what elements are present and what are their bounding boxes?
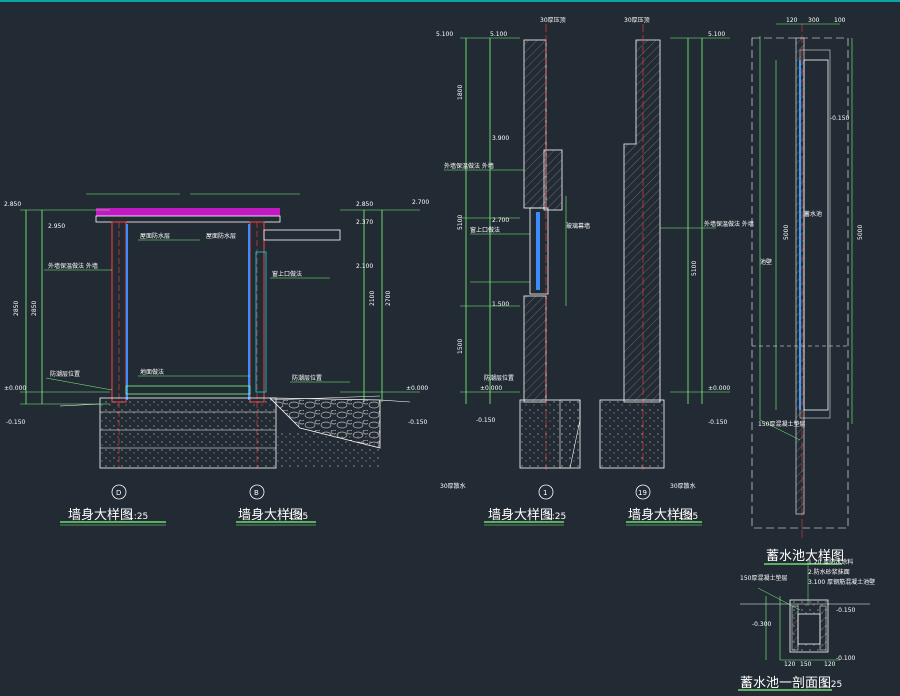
elev-mid-top-b: 5.100 <box>490 31 507 38</box>
axis-bubble-d <box>111 484 127 500</box>
note-sec-2: 2.防水砂浆抹面 <box>808 568 850 576</box>
note-pool-water: 蓄水池 <box>804 210 822 218</box>
elev-sec-neg150: -0.150 <box>836 607 856 614</box>
dim-2850-a: 2850 <box>13 301 20 316</box>
elev-right-zero: ±0.000 <box>406 385 428 392</box>
elev-mid-3900: 3.900 <box>492 135 509 142</box>
dim-2100: 2100 <box>369 291 376 306</box>
note-floor: 地面做法 <box>140 368 164 376</box>
dim-sec-120b: 120 <box>824 661 836 668</box>
elev-right-2100: 2.100 <box>356 263 373 270</box>
elev-right-2850: 2.850 <box>356 201 373 208</box>
note-pool-edge: 池壁 <box>760 258 772 266</box>
dim-5100-r: 5100 <box>691 261 698 276</box>
axis-label-19: 19 <box>638 489 647 497</box>
axis-label-1: 1 <box>543 489 547 497</box>
elev-left-top: 2.850 <box>4 201 21 208</box>
elev-right-2370: 2.370 <box>356 219 373 226</box>
dim-sec-120: 120 <box>784 661 796 668</box>
dim-2850-b: 2850 <box>31 301 38 316</box>
roof-slab <box>96 208 280 216</box>
dim-pool-100: 100 <box>834 17 846 24</box>
title-1: 墙身大样图 <box>68 507 133 523</box>
title-3: 墙身大样图 <box>488 507 553 523</box>
axis-labels: D B 1 19 <box>116 489 647 497</box>
dim-1800: 1800 <box>457 85 464 100</box>
elev-sec-neg: -0.100 <box>836 655 856 662</box>
elev-left-neg: -0.150 <box>6 419 26 426</box>
axis-bubble-1 <box>538 484 554 500</box>
title-3-scale: 1:25 <box>546 512 566 522</box>
note-right-base: 30厚散水 <box>670 482 696 490</box>
note-mid-wall: 外墙保温做法 外墙 <box>444 162 494 170</box>
detail-reservoir-section <box>738 560 870 691</box>
note-right-coping: 30厚压顶 <box>624 17 650 24</box>
elev-left-2950: 2.950 <box>48 223 65 230</box>
note-right-wall: 外墙保温做法 外墙 <box>704 220 754 228</box>
title-5: 蓄水池大样图 <box>766 549 844 564</box>
note-pool-bottom: 150厚混凝土垫层 <box>758 420 805 428</box>
dim-pool-5000-b: 5000 <box>857 225 864 240</box>
elev-r-top: 5.100 <box>708 31 725 38</box>
note-mid-base: 30厚散水 <box>440 482 466 490</box>
dim-1500: 1500 <box>457 339 464 354</box>
dimension-texts: 2850 2850 2100 2700 1800 5100 1500 5100 … <box>13 17 864 668</box>
axis-bubble-19 <box>635 484 651 500</box>
axis-label-b: B <box>254 489 259 497</box>
title-2: 墙身大样图 <box>238 507 303 523</box>
elevation-marks: 2.850 2.950 ±0.000 -0.150 2.700 2.850 2.… <box>4 31 856 662</box>
note-sec-3: 3.100 厚钢筋混凝土池壁 <box>808 578 875 586</box>
elev-mid-neg: -0.150 <box>476 417 496 424</box>
elev-right-neg: -0.150 <box>408 419 428 426</box>
foundation-block <box>99 397 277 469</box>
title-6-scale: 1:25 <box>822 680 842 690</box>
elev-r-neg: -0.150 <box>708 419 728 426</box>
note-mid-glass: 玻璃幕墙 <box>566 222 590 230</box>
title-4-scale: 1:25 <box>678 512 698 522</box>
title-2-scale: 1:25 <box>288 512 308 522</box>
dim-2700: 2700 <box>385 291 392 306</box>
elev-mid-top-a: 5.100 <box>436 31 453 38</box>
dim-5100: 5100 <box>457 215 464 230</box>
note-mid-window: 窗上口做法 <box>470 226 500 234</box>
elev-pool-neg: -0.150 <box>830 115 850 122</box>
elev-sec-neg300: -0.300 <box>752 621 772 628</box>
elev-mid-zero: ±0.000 <box>480 385 502 392</box>
note-waterproof-2: 防潮层位置 <box>292 374 322 382</box>
note-roof-right: 屋面防水层 <box>206 232 236 240</box>
note-roof-left: 屋面防水层 <box>140 232 170 240</box>
elev-r-zero: ±0.000 <box>708 385 730 392</box>
elev-left-zero: ±0.000 <box>4 385 26 392</box>
note-waterproof: 防潮层位置 <box>50 370 80 378</box>
dim-pool-5000: 5000 <box>783 225 790 240</box>
note-sec-1: 1.20 厚防水涂料 <box>808 558 853 566</box>
detail-wall-section-left <box>20 193 420 526</box>
axis-label-d: D <box>116 489 121 497</box>
detail-wall-section-right <box>599 24 730 526</box>
detail-wall-section-mid <box>444 24 581 526</box>
dim-pool-300: 300 <box>808 17 820 24</box>
note-sec-left: 150厚混凝土垫层 <box>740 574 787 582</box>
elev-mid-2700: 2.700 <box>492 217 509 224</box>
title-6: 蓄水池一剖面图 <box>740 676 831 691</box>
drawing-titles: 墙身大样图 1:25 墙身大样图 1:25 墙身大样图 1:25 墙身大样图 1… <box>68 507 844 691</box>
note-exterior-wall: 外墙保温做法 外墙 <box>48 262 98 270</box>
detail-reservoir-plan <box>751 23 853 565</box>
note-window: 窗上口做法 <box>272 270 302 278</box>
note-mid-waterproof: 防潮层位置 <box>484 374 514 382</box>
title-1-scale: 1:25 <box>128 512 148 522</box>
dim-sec-150: 150 <box>800 661 812 668</box>
annotation-notes: 外墙保温做法 外墙 防潮层位置 屋面防水层 屋面防水层 地面做法 窗上口做法 防… <box>48 17 875 586</box>
title-4: 墙身大样图 <box>628 507 693 523</box>
elev-mid-1500: 1.500 <box>492 301 509 308</box>
elev-right-top: 2.700 <box>412 199 429 206</box>
dim-pool-120: 120 <box>786 17 798 24</box>
axis-bubble-b <box>249 484 265 500</box>
note-mid-coping: 30厚压顶 <box>540 17 566 24</box>
